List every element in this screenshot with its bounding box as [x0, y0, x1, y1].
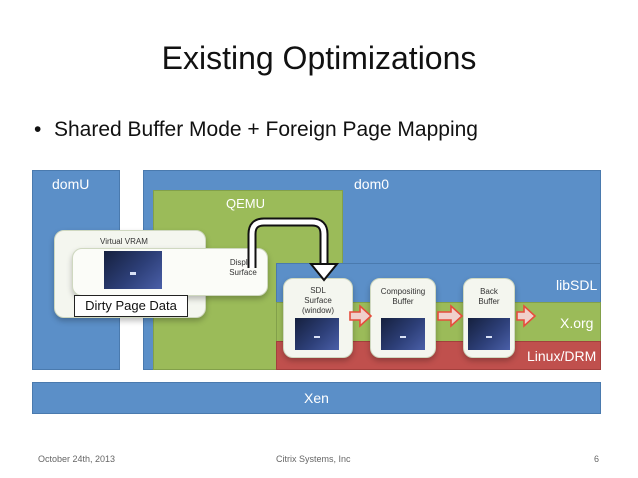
bullet-item: • Shared Buffer Mode + Foreign Page Mappi… [34, 118, 478, 142]
back-buffer-screen [468, 318, 510, 350]
virtual-vram-label: Virtual VRAM [100, 237, 148, 246]
sdl-to-compositing-arrow [349, 304, 373, 328]
domu-label: domU [52, 176, 90, 192]
back-buffer-line-2: Buffer [478, 297, 500, 306]
compositing-buffer-screen [381, 318, 425, 350]
libsdl-label: libSDL [556, 277, 598, 293]
display-to-sdl-arrow-outer [247, 217, 329, 268]
compositing-buffer-line-1: Compositing [380, 287, 426, 296]
display-surface-line-2: Surface [229, 268, 257, 277]
dirty-page-data-label: Dirty Page Data [74, 295, 188, 317]
sdl-surface-line-2: Surface [304, 296, 332, 305]
xen-label: Xen [304, 390, 329, 406]
sdl-surface-label: SDL Surface (window) [283, 286, 353, 316]
display-to-sdl-arrow-inner [249, 219, 327, 268]
linux-drm-label: Linux/DRM [527, 348, 597, 364]
dom0-label: dom0 [354, 176, 390, 192]
display-surface-label: Display Surface [226, 258, 260, 278]
compositing-buffer-line-2: Buffer [392, 297, 414, 306]
footer-page-number: 6 [594, 454, 600, 464]
xorg-label: X.org [560, 315, 594, 331]
footer-date: October 24th, 2013 [38, 454, 116, 464]
vram-screen-image [104, 251, 162, 289]
back-buffer-label: Back Buffer [463, 287, 515, 307]
qemu-label: QEMU [226, 196, 265, 211]
display-surface-line-1: Display [229, 258, 257, 267]
bullet-text: Shared Buffer Mode + Foreign Page Mappin… [54, 118, 478, 141]
back-to-output-arrow [516, 304, 537, 328]
sdl-surface-line-1: SDL [310, 286, 326, 295]
xen-layer [32, 382, 601, 414]
compositing-to-back-arrow [437, 304, 464, 328]
back-buffer-line-1: Back [480, 287, 498, 296]
sdl-surface-screen [295, 318, 339, 350]
bullet-dot: • [34, 118, 42, 141]
sdl-surface-line-3: (window) [301, 306, 334, 315]
display-to-sdl-arrowhead [308, 263, 340, 282]
compositing-buffer-label: Compositing Buffer [370, 287, 436, 307]
slide-title: Existing Optimizations [161, 40, 477, 76]
footer-company: Citrix Systems, Inc [276, 454, 351, 464]
